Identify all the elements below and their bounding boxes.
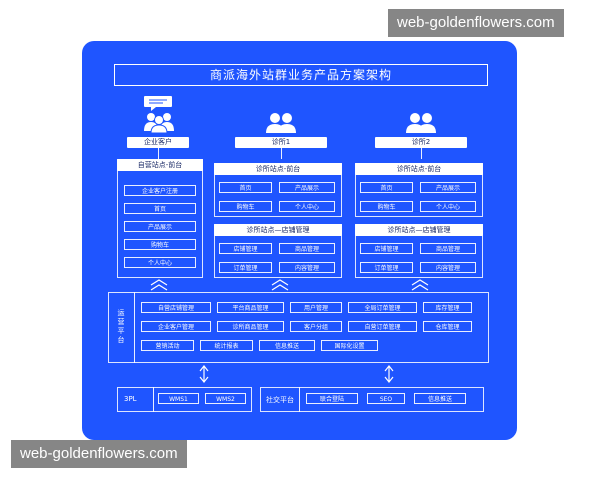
ops-item: 信息推送 — [259, 340, 315, 351]
ops-item: 营销活动 — [141, 340, 194, 351]
social-item: 联合登陆 — [306, 393, 358, 404]
wms-item: WMS1 — [158, 393, 199, 404]
clinic1-store-item: 商品管理 — [279, 243, 335, 254]
ops-item: 库存管理 — [423, 302, 472, 313]
threepl-box — [117, 387, 252, 412]
self-site-item: 产品展示 — [124, 221, 196, 232]
clinic2-store-item: 商品管理 — [420, 243, 476, 254]
diagram-title: 商派海外站群业务产品方案架构 — [114, 64, 488, 86]
clinic2-front-item: 个人中心 — [420, 201, 476, 212]
connector-line — [281, 148, 282, 159]
users-icon — [144, 113, 174, 133]
watermark-top: web-goldenflowers.com — [388, 9, 564, 37]
clinic2-store-item: 内容管理 — [420, 262, 476, 273]
users-icon — [406, 113, 436, 133]
clinic1-front-item: 首页 — [219, 182, 272, 193]
ops-item: 统计报表 — [200, 340, 253, 351]
self-site-item: 企业客户注册 — [124, 185, 196, 196]
clinic1-store-item: 订单管理 — [219, 262, 272, 273]
social-item: 信息推送 — [414, 393, 466, 404]
ops-item: 企业客户管理 — [141, 321, 211, 332]
double-arrow-icon — [150, 279, 168, 291]
ops-label: 运营平台 — [116, 309, 126, 345]
clinic1-store-header: 诊所站点—店铺管理 — [214, 224, 342, 236]
clinic2-front-item: 首页 — [360, 182, 413, 193]
threepl-divider — [153, 387, 154, 412]
social-box — [260, 387, 484, 412]
double-arrow-icon — [271, 279, 289, 291]
clinic1-front-item: 产品展示 — [279, 182, 335, 193]
client-clinic2: 诊所2 — [375, 137, 467, 148]
clinic2-front-item: 购物车 — [360, 201, 413, 212]
self-site-header: 自营站点-前台 — [117, 159, 203, 171]
users-icon — [266, 113, 296, 133]
social-item: SEO — [367, 393, 405, 404]
ops-item: 自营订单管理 — [348, 321, 417, 332]
clinic2-store-item: 店铺管理 — [360, 243, 413, 254]
clinic1-store-item: 内容管理 — [279, 262, 335, 273]
connector-line — [421, 148, 422, 159]
threepl-label: 3PL — [124, 395, 137, 403]
double-arrow-icon — [384, 365, 394, 383]
self-site-item: 购物车 — [124, 239, 196, 250]
client-clinic1: 诊所1 — [235, 137, 327, 148]
watermark-bottom: web-goldenflowers.com — [11, 440, 187, 468]
clinic1-front-item: 个人中心 — [279, 201, 335, 212]
ops-item: 用户管理 — [290, 302, 342, 313]
self-site-item: 个人中心 — [124, 257, 196, 268]
double-arrow-icon — [411, 279, 429, 291]
clinic2-store-item: 订单管理 — [360, 262, 413, 273]
wms-item: WMS2 — [205, 393, 246, 404]
clinic2-front-item: 产品展示 — [420, 182, 476, 193]
ops-item: 仓库管理 — [423, 321, 472, 332]
clinic2-store-header: 诊所站点—店铺管理 — [355, 224, 483, 236]
ops-item: 国际化设置 — [321, 340, 378, 351]
ops-item: 自营店铺管理 — [141, 302, 211, 313]
ops-platform — [108, 292, 489, 363]
self-site-item: 首页 — [124, 203, 196, 214]
ops-item: 客户分组 — [290, 321, 342, 332]
ops-item: 诊所商品管理 — [217, 321, 284, 332]
clinic1-front-item: 购物车 — [219, 201, 272, 212]
double-arrow-icon — [199, 365, 209, 383]
clinic1-front-header: 诊所站点-前台 — [214, 163, 342, 175]
ops-divider — [134, 292, 135, 363]
client-enterprise: 企业客户 — [127, 137, 189, 148]
ops-item: 平台商品管理 — [217, 302, 284, 313]
speech-bubble-icon — [144, 96, 172, 111]
social-divider — [299, 387, 300, 412]
ops-item: 全局订单管理 — [348, 302, 417, 313]
ops-label-text: 运营平台 — [117, 309, 125, 344]
connector-line — [158, 148, 159, 159]
clinic2-front-header: 诊所站点-前台 — [355, 163, 483, 175]
social-label: 社交平台 — [266, 396, 294, 404]
clinic1-store-item: 店铺管理 — [219, 243, 272, 254]
